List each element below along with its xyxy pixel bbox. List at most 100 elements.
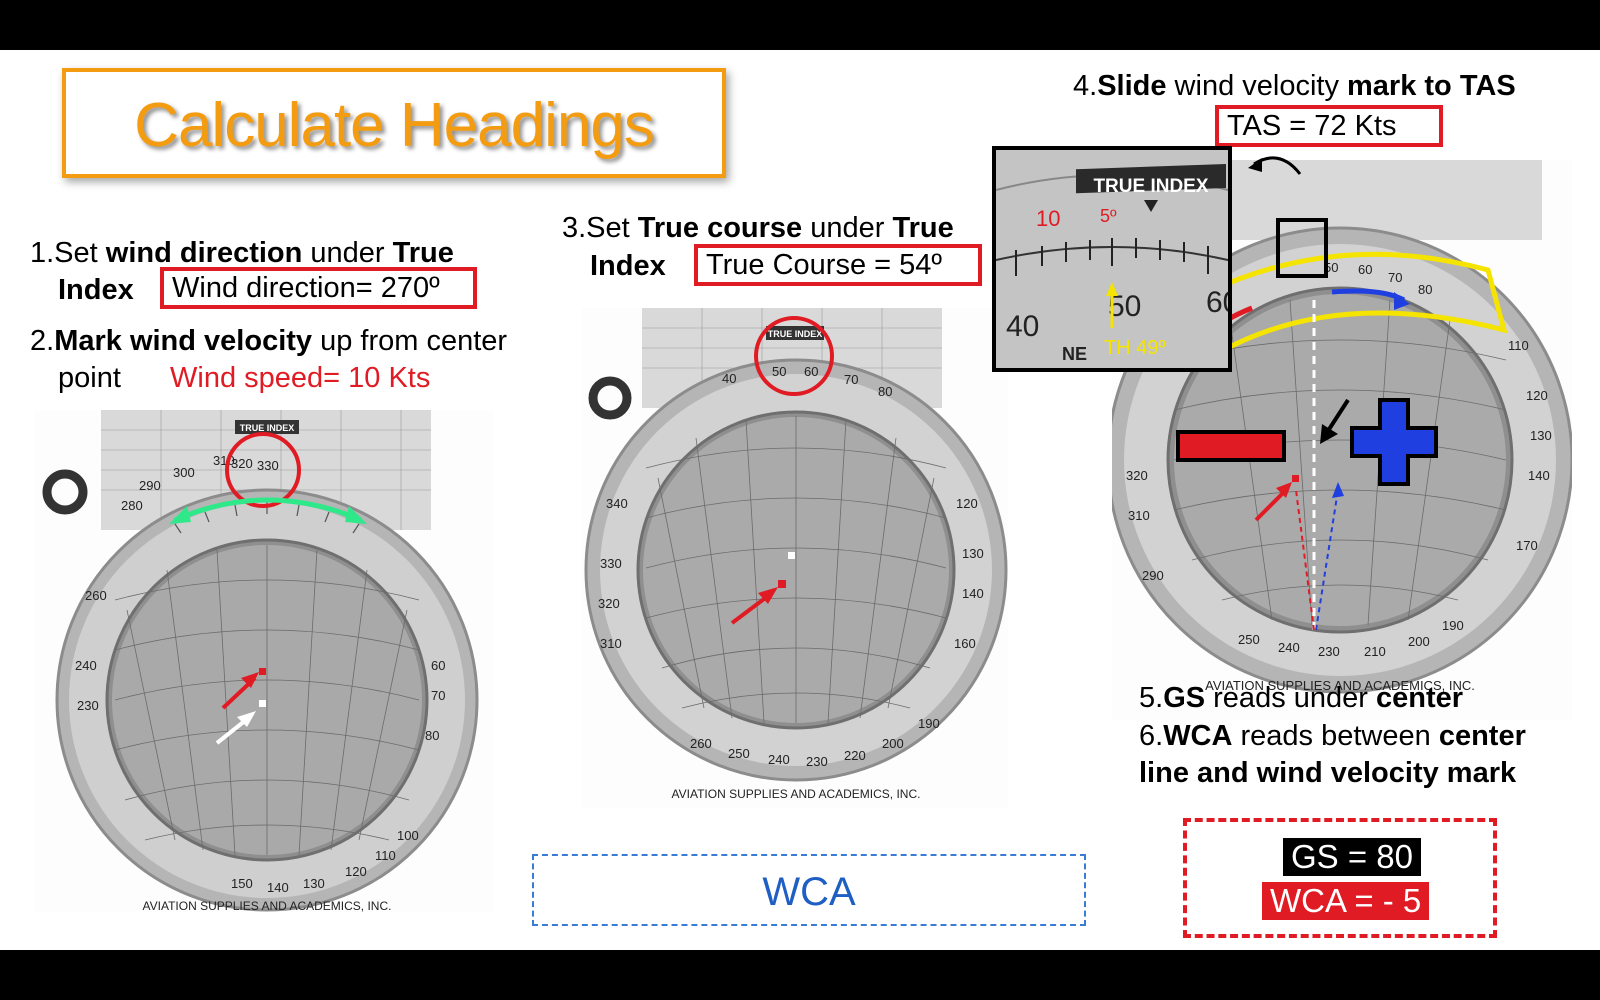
svg-text:60: 60 [1358,262,1372,277]
svg-text:140: 140 [962,586,984,601]
svg-text:230: 230 [1318,644,1340,659]
svg-text:190: 190 [1442,618,1464,633]
svg-text:130: 130 [303,876,325,891]
svg-text:300: 300 [173,465,195,480]
step-3-bold: True course [637,212,803,244]
zoom-40: 40 [1006,310,1039,343]
svg-text:160: 160 [954,636,976,651]
zoom-10: 10 [1036,206,1060,231]
step-3-text: 3.Set True course under True [562,210,954,246]
step-1-line2: Index [58,272,134,308]
tas-box: TAS = 72 Kts [1215,105,1443,147]
step-3-bold2: True [892,212,954,244]
title-box: Calculate Headings [62,68,726,178]
svg-text:140: 140 [267,880,289,895]
step-4-bold2: mark to TAS [1347,70,1516,102]
step-4-num: 4. [1073,70,1098,102]
svg-text:320: 320 [231,456,253,471]
yellow-tas-scale-highlight [1205,251,1508,354]
zoom-th: TH 49º [1104,337,1166,359]
svg-text:70: 70 [844,372,858,387]
step-5-bold2: center [1375,682,1464,714]
true-index-highlight-1 [225,432,301,508]
svg-text:110: 110 [375,848,396,863]
step-2-line2: point [58,360,121,396]
zoom-inset: TRUE INDEX 10 5º 40 50 60 NE TH 49º [992,146,1232,372]
svg-text:80: 80 [1418,282,1432,297]
svg-text:70: 70 [431,688,445,703]
step-3-index: Index [590,250,666,282]
svg-text:240: 240 [768,752,790,767]
step-1-num: 1.Set [30,237,106,269]
step-2-point: point [58,362,121,394]
brand-text-2: AVIATION SUPPLIES AND ACADEMICS, INC. [672,787,921,801]
step-1-bold: wind direction [105,237,303,269]
svg-text:50: 50 [772,364,786,379]
step-6-bold: WCA [1163,720,1233,752]
step-2-text: 2.Mark wind velocity up from center [30,323,507,359]
svg-text:80: 80 [878,384,892,399]
svg-text:240: 240 [75,658,97,673]
gs-result: GS = 80 [1283,838,1421,876]
plus-sign-icon [1350,398,1438,486]
step-6-text: 6.WCA reads between center [1139,718,1526,754]
svg-text:280: 280 [121,498,143,513]
true-course-box: True Course = 54º [694,244,982,286]
step-6-line2: line and wind velocity mark [1139,755,1516,791]
true-index-label-2: TRUE INDEX [768,329,823,339]
slide-title: Calculate Headings [134,91,655,160]
step-6-mid: reads between [1232,720,1439,752]
svg-text:250: 250 [1238,632,1260,647]
wind-speed-text: Wind speed= 10 Kts [170,362,431,394]
step-6-bold2: center [1438,720,1526,752]
step-3-num: 3.Set [562,212,638,244]
svg-text:150: 150 [231,876,253,891]
svg-text:130: 130 [1530,428,1552,443]
svg-text:70: 70 [1388,270,1402,285]
svg-text:320: 320 [598,596,620,611]
step-3-line2: Index [590,248,666,284]
step-1-mid: under [302,237,393,269]
step-5-num: 5. [1139,682,1164,714]
step-5-mid: reads under [1205,682,1376,714]
wind-velocity-mark-2 [778,580,786,588]
zoom-60: 60 [1206,286,1228,319]
svg-text:200: 200 [1408,634,1430,649]
zoom-pointer-arrow [1248,156,1302,175]
svg-text:240: 240 [1278,640,1300,655]
svg-text:320: 320 [1126,468,1148,483]
svg-text:200: 200 [882,736,904,751]
step-5-bold: GS [1163,682,1206,714]
svg-text:230: 230 [77,698,99,713]
step-1-index: Index [58,274,134,306]
true-index-highlight-2 [754,316,834,396]
result-box: GS = 80 WCA = - 5 [1183,818,1497,938]
zoom-ne: NE [1062,344,1087,364]
brand-text-3: AVIATION SUPPLIES AND ACADEMICS, INC. [1205,678,1475,693]
step-4-bold: Slide [1097,70,1167,102]
svg-text:120: 120 [1526,388,1548,403]
step-1-text: 1.Set wind direction under True [30,235,454,271]
svg-text:140: 140 [1528,468,1550,483]
wca-label-box: WCA [532,854,1086,926]
svg-text:100: 100 [397,828,419,843]
svg-text:80: 80 [425,728,439,743]
wind-direction-box: Wind direction= 270º [160,267,477,309]
svg-text:120: 120 [956,496,978,511]
step-3-mid: under [802,212,893,244]
svg-text:170: 170 [1516,538,1538,553]
zoom-true-index: TRUE INDEX [1093,176,1208,197]
slide: Calculate Headings 1.Set wind direction … [0,50,1600,950]
svg-text:330: 330 [600,556,622,571]
wind-velocity-mark-1 [259,668,266,675]
svg-text:220: 220 [844,748,866,763]
svg-text:290: 290 [1142,568,1164,583]
step-6-num: 6. [1139,720,1164,752]
svg-text:250: 250 [728,746,750,761]
step-6-line2-text: line and wind velocity mark [1139,757,1517,789]
step-5-text: 5.GS reads under center [1139,680,1463,716]
svg-text:230: 230 [806,754,828,769]
